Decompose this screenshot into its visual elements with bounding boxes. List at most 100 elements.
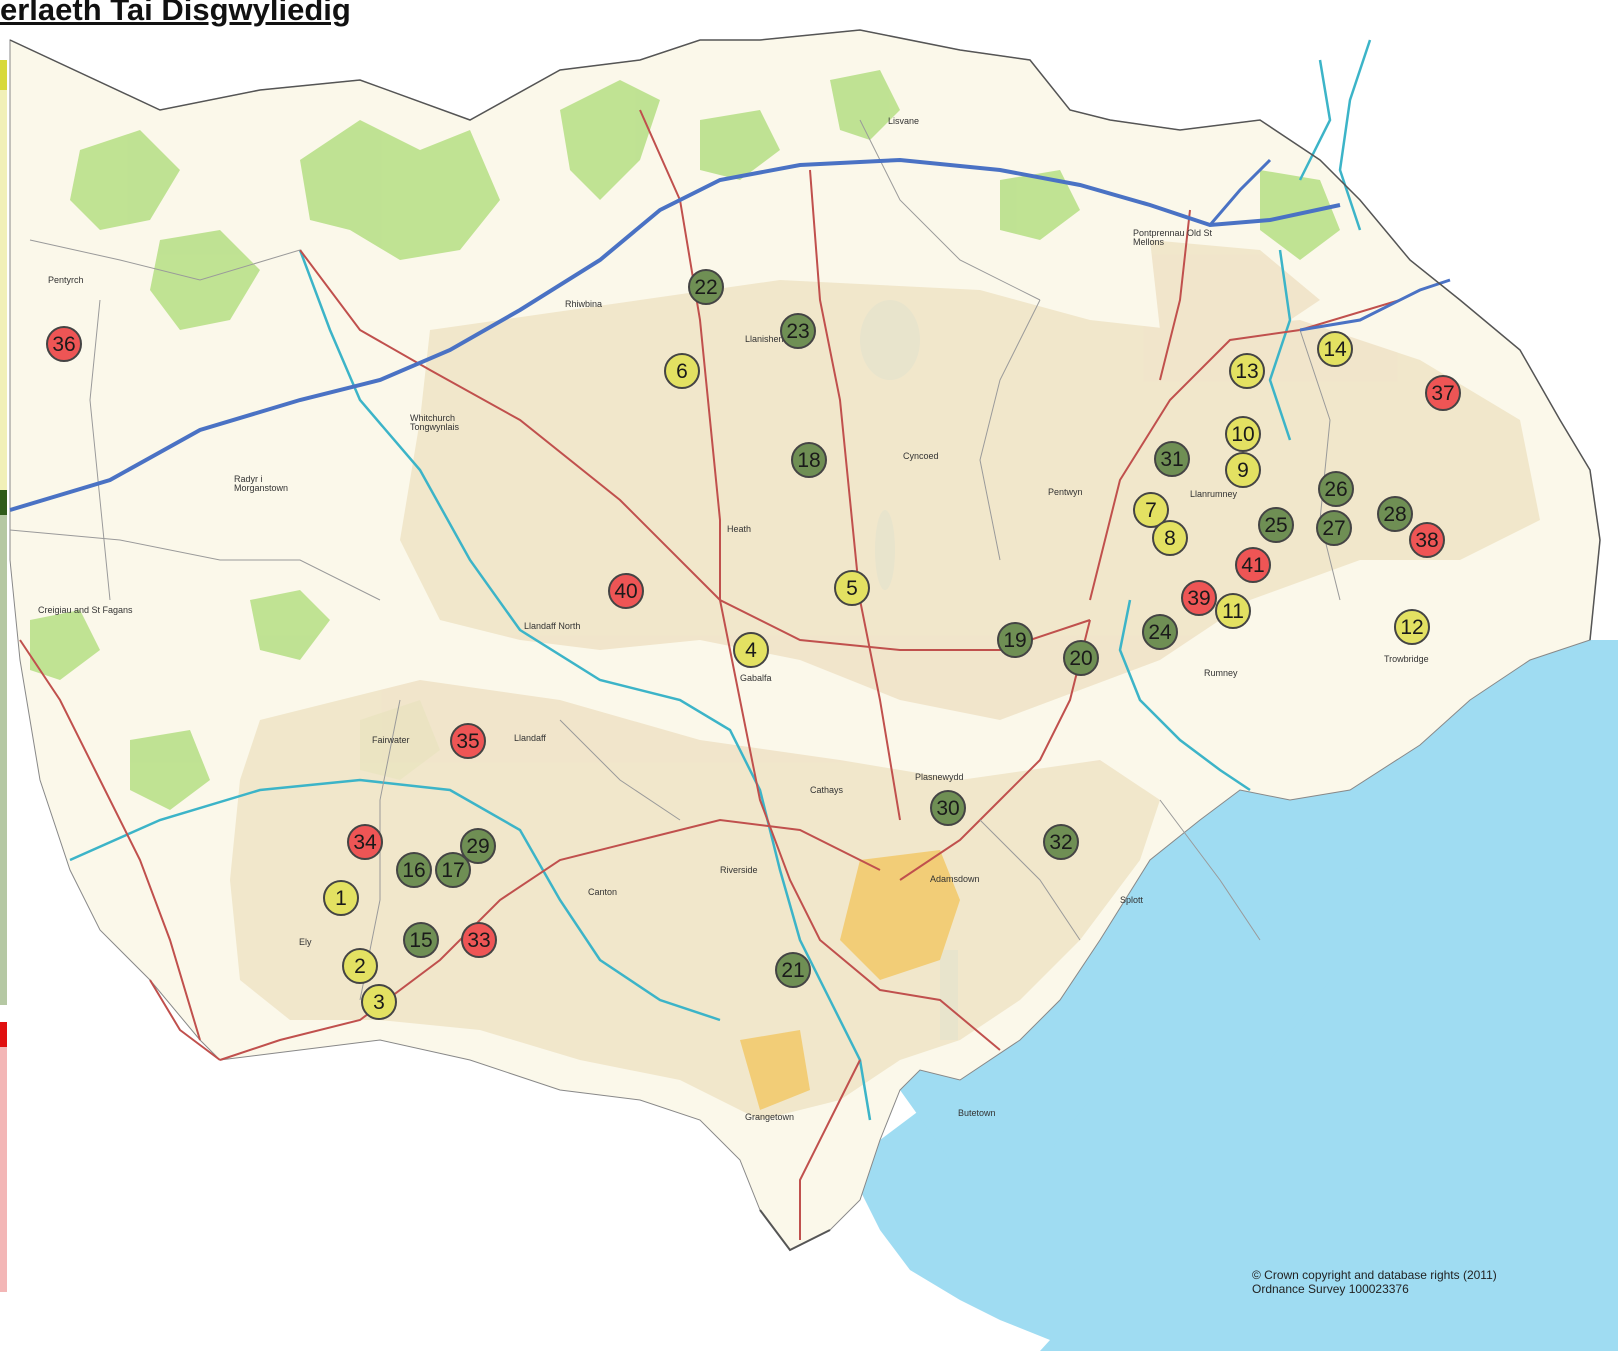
site-marker[interactable]: 37 — [1425, 375, 1461, 411]
site-marker-label: 3 — [373, 990, 385, 1014]
site-marker[interactable]: 31 — [1154, 441, 1190, 477]
site-marker[interactable]: 6 — [664, 353, 700, 389]
site-marker[interactable]: 26 — [1318, 471, 1354, 507]
site-marker-label: 21 — [781, 958, 805, 982]
site-marker-label: 18 — [797, 448, 821, 472]
site-marker[interactable]: 13 — [1229, 353, 1265, 389]
site-marker[interactable]: 28 — [1377, 496, 1413, 532]
site-marker[interactable]: 1 — [323, 880, 359, 916]
site-marker-label: 27 — [1322, 516, 1346, 540]
site-marker[interactable]: 32 — [1043, 824, 1079, 860]
copyright-notice: © Crown copyright and database rights (2… — [1252, 1268, 1497, 1296]
site-marker-label: 36 — [52, 332, 76, 356]
place-label-fairwater: Fairwater — [372, 735, 410, 745]
site-marker[interactable]: 41 — [1235, 547, 1271, 583]
site-marker-label: 29 — [466, 834, 490, 858]
site-marker-label: 32 — [1049, 830, 1073, 854]
site-marker-label: 14 — [1323, 337, 1347, 361]
site-marker-label: 33 — [467, 928, 491, 952]
site-marker-label: 5 — [846, 576, 858, 600]
site-marker[interactable]: 4 — [733, 632, 769, 668]
site-marker-label: 8 — [1164, 526, 1176, 550]
site-marker[interactable]: 30 — [930, 790, 966, 826]
site-marker[interactable]: 11 — [1215, 593, 1251, 629]
river-taff — [298, 249, 872, 1121]
site-marker[interactable]: 39 — [1181, 580, 1217, 616]
site-marker[interactable]: 2 — [342, 948, 378, 984]
site-marker-label: 19 — [1003, 628, 1027, 652]
site-marker[interactable]: 33 — [461, 922, 497, 958]
site-marker[interactable]: 36 — [46, 326, 82, 362]
site-marker[interactable]: 19 — [997, 622, 1033, 658]
site-marker-label: 39 — [1187, 586, 1211, 610]
river-rhymney — [1118, 599, 1251, 792]
site-marker[interactable]: 35 — [450, 723, 486, 759]
place-label-llanrumney: Llanrumney — [1190, 489, 1238, 499]
site-marker-label: 20 — [1069, 646, 1093, 670]
site-marker[interactable]: 27 — [1316, 510, 1352, 546]
site-marker[interactable]: 3 — [361, 984, 397, 1020]
place-label-whitchurch: Whitchurch Tongwynlais — [410, 413, 460, 432]
site-marker[interactable]: 16 — [396, 852, 432, 888]
place-label-llanishen: Llanishen — [745, 334, 784, 344]
site-marker[interactable]: 40 — [608, 573, 644, 609]
minor-roads — [9, 119, 1341, 1001]
site-marker[interactable]: 25 — [1258, 507, 1294, 543]
site-marker[interactable]: 22 — [688, 269, 724, 305]
site-marker[interactable]: 20 — [1063, 640, 1099, 676]
site-marker-label: 40 — [614, 579, 638, 603]
site-marker[interactable]: 5 — [834, 570, 870, 606]
place-label-ely: Ely — [299, 937, 312, 947]
site-marker[interactable]: 9 — [1225, 452, 1261, 488]
site-marker-label: 38 — [1415, 528, 1439, 552]
place-label-lisvane: Lisvane — [888, 116, 920, 126]
river-ely — [69, 778, 721, 1022]
site-marker[interactable]: 10 — [1225, 416, 1261, 452]
place-label-creigiau: Creigiau and St Fagans — [38, 605, 133, 615]
site-marker[interactable]: 34 — [347, 824, 383, 860]
copyright-line: Ordnance Survey 100023376 — [1252, 1282, 1409, 1296]
county-boundary — [9, 29, 1601, 641]
place-label-rumney: Rumney — [1204, 668, 1238, 678]
place-label-cathays: Cathays — [810, 785, 844, 795]
site-marker-label: 30 — [936, 796, 960, 820]
place-label-llandaff: Llandaff — [514, 733, 546, 743]
site-marker[interactable]: 23 — [780, 313, 816, 349]
site-marker-label: 26 — [1324, 477, 1348, 501]
rivers — [69, 39, 1372, 1121]
site-marker-label: 25 — [1264, 513, 1288, 537]
a-roads — [19, 109, 1401, 1240]
site-marker-label: 41 — [1241, 553, 1265, 577]
page-title: erlaeth Tai Disgwyliedig — [0, 0, 351, 27]
site-marker[interactable]: 21 — [775, 952, 811, 988]
bay-barrage — [759, 1209, 831, 1252]
site-marker-label: 10 — [1231, 422, 1255, 446]
site-marker[interactable]: 24 — [1142, 614, 1178, 650]
site-marker[interactable]: 29 — [460, 828, 496, 864]
site-marker-label: 31 — [1160, 447, 1184, 471]
urban-area — [230, 240, 1540, 1120]
site-marker[interactable]: 15 — [403, 922, 439, 958]
site-marker-label: 34 — [353, 830, 377, 854]
site-marker[interactable]: 8 — [1152, 520, 1188, 556]
site-marker[interactable]: 18 — [791, 442, 827, 478]
site-marker-label: 13 — [1235, 359, 1259, 383]
site-marker-label: 15 — [409, 928, 433, 952]
site-marker-label: 6 — [676, 359, 688, 383]
site-marker-label: 2 — [354, 954, 366, 978]
place-label-riverside: Riverside — [720, 865, 758, 875]
place-label-cyncoed: Cyncoed — [903, 451, 939, 461]
a48m — [1299, 278, 1451, 332]
site-marker-label: 28 — [1383, 502, 1407, 526]
site-marker[interactable]: 38 — [1409, 522, 1445, 558]
stream — [1338, 39, 1372, 231]
site-marker-label: 1 — [335, 886, 347, 910]
site-marker[interactable]: 14 — [1317, 331, 1353, 367]
site-marker[interactable]: 12 — [1394, 609, 1430, 645]
m4-motorway — [9, 157, 1341, 512]
place-label-butetown: Butetown — [958, 1108, 996, 1118]
site-marker-label: 17 — [441, 858, 465, 882]
m4-spur — [1208, 158, 1272, 226]
